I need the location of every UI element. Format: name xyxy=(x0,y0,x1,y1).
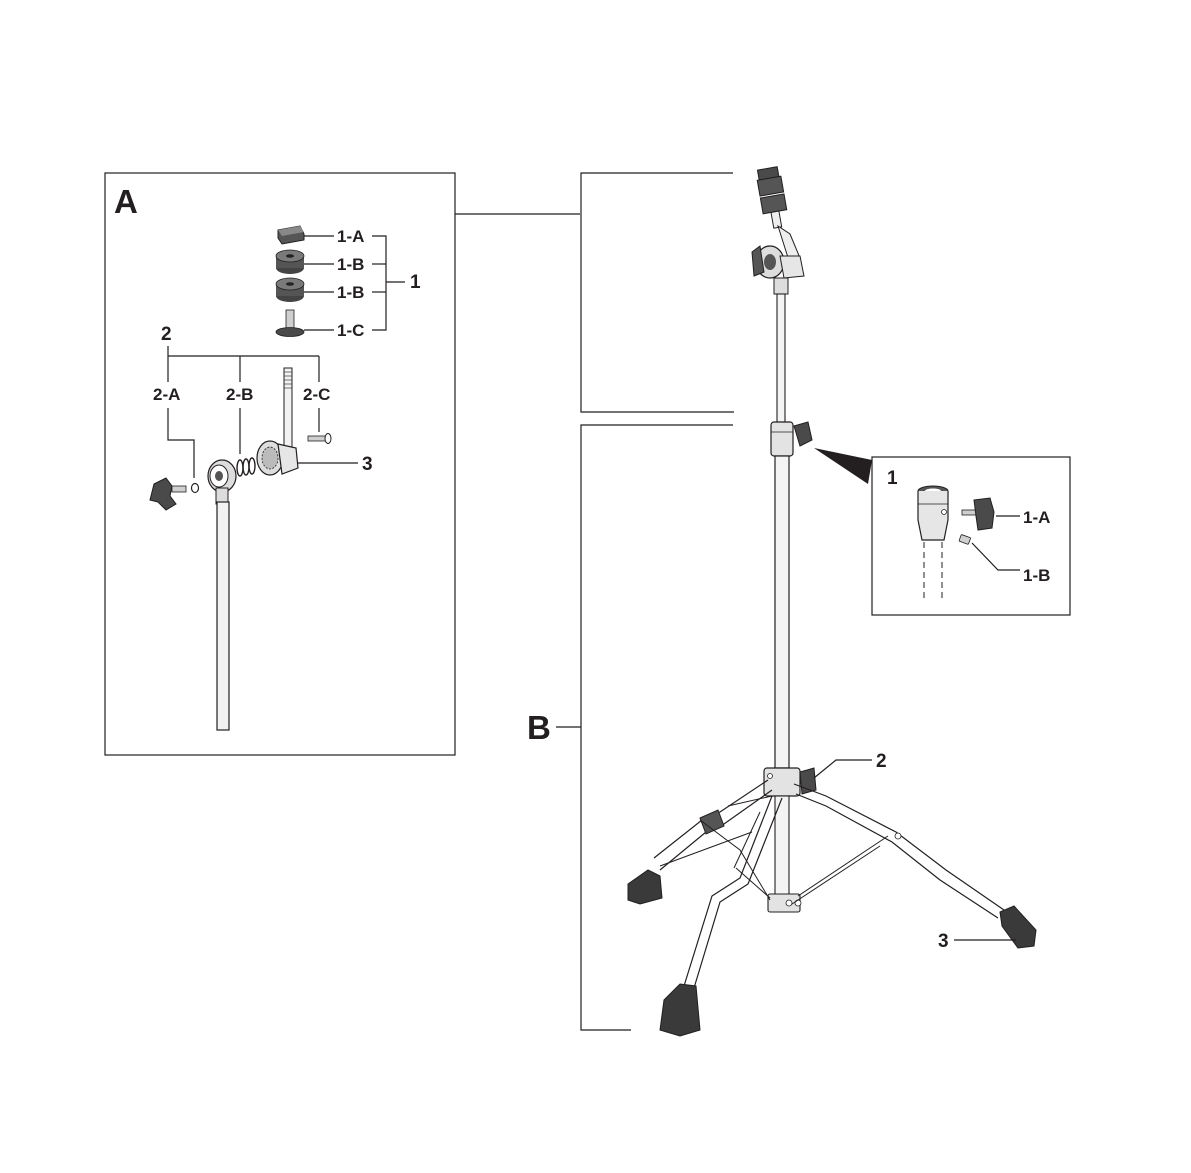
part-label-1a: 1-A xyxy=(337,227,364,246)
detail-part-label-1a: 1-A xyxy=(1023,508,1050,527)
stand-lower-tube xyxy=(774,455,790,769)
detail-pointer xyxy=(814,448,872,484)
stand-height-clamp xyxy=(770,421,813,457)
stand-leg-front xyxy=(659,795,783,1037)
stand-upper-tube xyxy=(776,293,786,423)
part-label-screw-3: 3 xyxy=(362,454,373,475)
stand-leg-joint xyxy=(763,767,817,797)
tilter-disk xyxy=(207,459,237,505)
detail-clamp-collar xyxy=(917,485,949,600)
part-label-1c: 1-C xyxy=(337,321,364,340)
stand-cymbal-top xyxy=(751,166,805,295)
panel-a-letter: A xyxy=(114,183,138,220)
part-label-2a: 2-A xyxy=(153,385,180,404)
detail-group-label-1: 1 xyxy=(887,468,898,489)
wing-bolt-2a xyxy=(149,477,187,511)
detail-part-label-1b: 1-B xyxy=(1023,566,1050,585)
part-label-1b-lower: 1-B xyxy=(337,283,364,302)
group-label-felt: 1 xyxy=(410,272,421,293)
part-label-foot-3: 3 xyxy=(938,931,949,952)
panel-b-detail-frame xyxy=(871,456,1071,616)
detail-set-screw-1b xyxy=(958,534,971,545)
detail-wing-bolt-1a xyxy=(961,497,995,531)
felt-top-washer-1a xyxy=(277,225,305,245)
felt-washer-1b-lower xyxy=(275,277,305,302)
cymbal-post-assembly xyxy=(256,367,299,476)
part-label-leg-joint-2: 2 xyxy=(876,751,887,772)
panel-a-frame xyxy=(104,172,456,756)
part-label-2b: 2-B xyxy=(226,385,253,404)
part-label-2c: 2-C xyxy=(303,385,330,404)
screw-2c xyxy=(307,433,332,444)
part-label-1b-upper: 1-B xyxy=(337,255,364,274)
lower-bracket xyxy=(580,424,733,1031)
upper-bracket xyxy=(580,172,734,413)
spring-2b xyxy=(236,457,256,477)
stand-leg-left xyxy=(627,779,773,905)
stand-brace-collar xyxy=(767,893,802,913)
stand-leg-right xyxy=(791,783,1037,949)
panel-b-letter: B xyxy=(527,709,551,746)
felt-washer-1b-upper xyxy=(275,249,305,274)
nut-2a xyxy=(190,482,200,494)
tilter-rod xyxy=(216,501,230,731)
group-label-tilter: 2 xyxy=(161,324,172,345)
cymbal-sleeve-1c xyxy=(275,309,305,337)
